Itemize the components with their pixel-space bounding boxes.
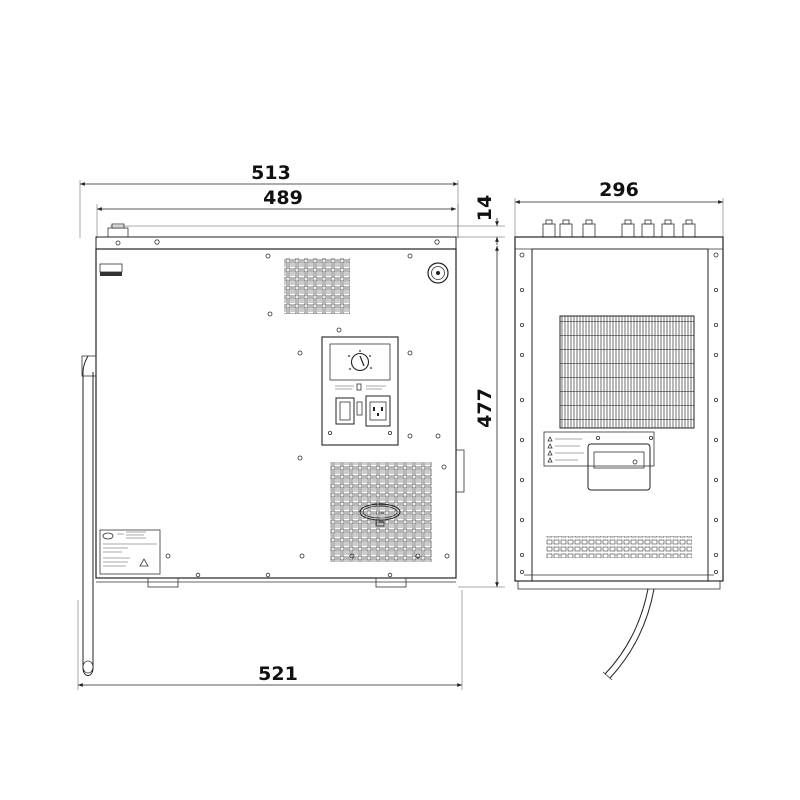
control-panel [321, 336, 399, 446]
front-view: Linde [81, 223, 465, 676]
dimension-521-label: 521 [258, 663, 298, 685]
warning-label [543, 431, 655, 467]
power-cable [602, 588, 655, 681]
hose [81, 355, 97, 676]
upper-vent-grille [284, 258, 350, 314]
dimension-489: 489 [96, 187, 459, 238]
side-vent-slots [546, 536, 692, 558]
front-panel [95, 248, 457, 579]
dimension-477-label: 477 [474, 388, 496, 428]
dimension-477: 477 [458, 246, 505, 588]
serial-badge [99, 263, 123, 276]
dimension-296: 296 [514, 179, 724, 245]
dimension-296-label: 296 [599, 179, 639, 201]
lower-vent-grille [330, 462, 432, 562]
dimension-14-label: 14 [474, 195, 496, 221]
dimension-513: 513 [79, 162, 459, 238]
pressure-gauge-icon [427, 262, 449, 284]
carry-handle [587, 443, 651, 491]
dimension-521: 521 [77, 590, 463, 690]
side-rivets [519, 252, 719, 575]
brand-logo-icon: Linde [359, 503, 401, 527]
dimension-489-label: 489 [263, 187, 303, 209]
thermostat-knob-icon [348, 350, 372, 372]
beer-line-fittings [542, 219, 696, 238]
brand-logo-text: Linde [376, 511, 384, 515]
power-inlet-icon [365, 395, 391, 427]
rating-plate [99, 529, 161, 575]
indicator-light [356, 401, 363, 416]
condenser-fins [559, 315, 695, 429]
side-view [514, 219, 724, 681]
dimension-513-label: 513 [251, 162, 291, 184]
power-switch-icon [335, 397, 355, 425]
